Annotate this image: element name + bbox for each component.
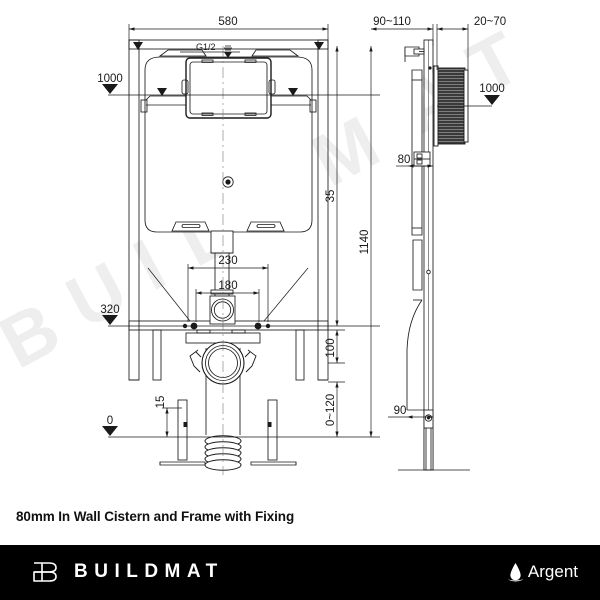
- dimension-label-90-base: 90: [394, 405, 407, 417]
- datum-0-front: 0: [102, 415, 380, 438]
- svg-text:B: B: [0, 286, 73, 384]
- side-base-foot: [423, 409, 434, 471]
- frame-legs-and-feet: [159, 399, 297, 466]
- side-fixing-hole: [426, 269, 431, 275]
- footer-bar: BUILDMAT Argent: [0, 545, 600, 600]
- cistern-top-brackets: [158, 49, 300, 57]
- dimension-lines-side: 90~110 20~70 1000: [371, 16, 506, 419]
- dimension-80: 80: [396, 154, 433, 168]
- side-inlet-pipework: [404, 46, 425, 62]
- datum-label-1000-side: 1000: [479, 83, 505, 95]
- datum-1000-side: 1000: [437, 83, 505, 107]
- technical-drawing: B U I L D M A T: [0, 15, 534, 475]
- dimension-230: 230: [187, 255, 269, 322]
- dimension-90-base: 90: [388, 405, 433, 419]
- dimension-1140: 1140: [359, 46, 373, 437]
- dimension-180: 180: [195, 280, 260, 322]
- svg-text:U: U: [54, 246, 140, 344]
- datum-1000-front: 1000: [97, 73, 380, 96]
- dimension-label-20-70: 20~70: [474, 16, 506, 28]
- dimension-lines-front: 580 1000 320 0: [97, 16, 380, 438]
- annotation-g12: G1/2: [180, 42, 240, 58]
- page-title: 80mm In Wall Cistern and Frame with Fixi…: [16, 509, 295, 524]
- dimension-label-90-110: 90~110: [373, 16, 411, 28]
- dimension-label-80: 80: [398, 154, 411, 166]
- buildmat-brand[interactable]: BUILDMAT: [32, 559, 224, 585]
- front-elevation-view: [128, 39, 329, 475]
- dimension-20-70: 20~70: [436, 16, 506, 70]
- cistern-inspection-cap: [222, 176, 234, 188]
- wall-fixing-studs: [182, 322, 271, 330]
- dimension-lines-right: 35 1140 100 0~120: [325, 46, 373, 437]
- annotation-label-g12: G1/2: [196, 42, 216, 52]
- datum-label-0: 0: [107, 415, 113, 427]
- dimension-label-1140: 1140: [359, 230, 371, 255]
- dimension-label-35: 35: [325, 190, 337, 203]
- side-connector-block: [413, 151, 431, 167]
- dimension-label-230: 230: [218, 255, 237, 267]
- dimension-35: 35: [325, 46, 339, 326]
- dimension-label-180: 180: [218, 280, 237, 292]
- argent-droplet-icon: [506, 561, 525, 583]
- side-lower-profile: [406, 239, 424, 411]
- dimension-580: 580: [128, 16, 329, 46]
- dimension-label-100: 100: [325, 338, 337, 357]
- dimension-15: 15: [155, 396, 182, 437]
- argent-brand[interactable]: Argent: [506, 561, 578, 583]
- dimension-100: 100: [325, 329, 345, 364]
- dimension-label-0-120: 0~120: [325, 394, 337, 426]
- buildmat-b-mark-icon: [32, 559, 62, 585]
- argent-wordmark: Argent: [527, 562, 578, 581]
- svg-text:M: M: [299, 100, 392, 202]
- frame-inner-uprights: [152, 329, 305, 381]
- datum-320-front: 320: [100, 304, 380, 327]
- dimension-0-120: 0~120: [325, 381, 345, 437]
- flush-outlet-socket: [209, 295, 236, 325]
- datum-label-1000-front: 1000: [97, 73, 123, 85]
- buildmat-wordmark: BUILDMAT: [74, 561, 224, 582]
- frame-brace-lines: [147, 267, 309, 322]
- dimension-label-15: 15: [155, 396, 167, 409]
- dimension-label-580: 580: [218, 16, 237, 28]
- dimension-90-110: 90~110: [371, 16, 434, 46]
- inner-datum-marks: [133, 42, 324, 96]
- drawing-canvas: B U I L D M A T: [0, 16, 533, 475]
- cistern-bottom-pads: [171, 221, 285, 232]
- datum-label-320: 320: [100, 304, 119, 316]
- flush-plate-aperture: [181, 57, 276, 119]
- caption-bar: 80mm In Wall Cistern and Frame with Fixi…: [0, 500, 600, 545]
